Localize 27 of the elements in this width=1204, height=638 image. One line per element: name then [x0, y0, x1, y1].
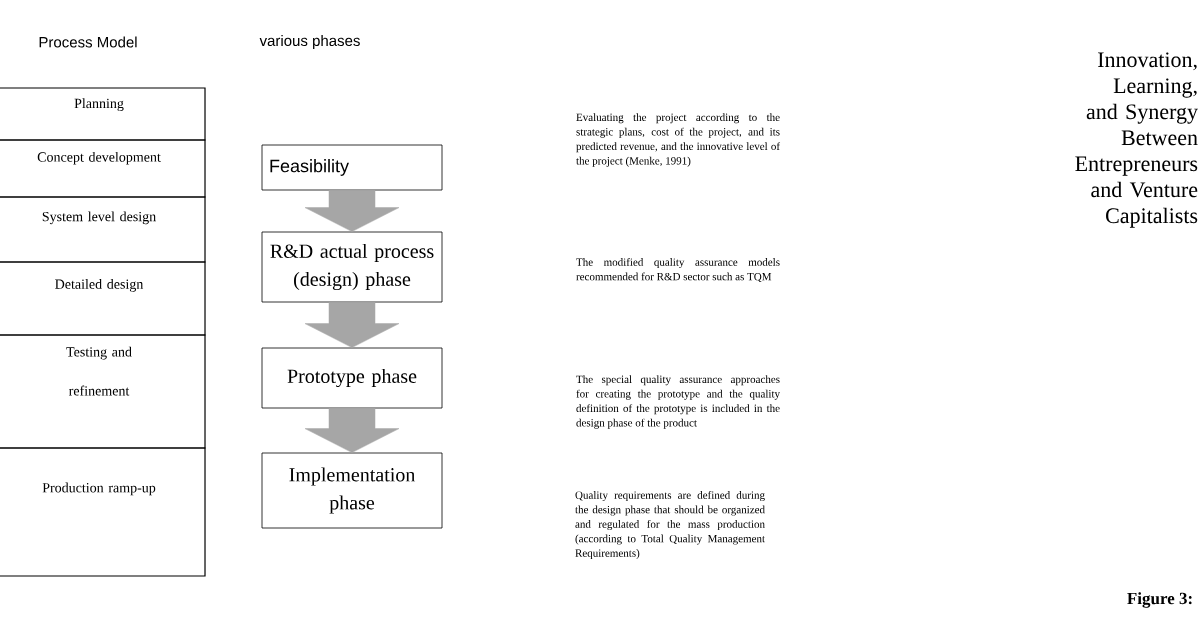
row-text: Detailed design — [55, 279, 144, 292]
row-text: Production ramp-up — [42, 482, 156, 496]
page-header: Innovation, Learning, and Synergy Between Entrepreneurs and Venture Capitalists — [1075, 52, 1198, 228]
column-heading: various phases — [259, 35, 360, 49]
table-row — [0, 139, 206, 198]
phase-box: R&D actual process (design) phase — [261, 231, 443, 303]
description-text: Quality requirements are defined during the design phase that should be organized and regulated for the mass production (according to Total Quality Management Requirements) — [575, 490, 765, 560]
row-text: Testing and refinement — [66, 346, 132, 396]
table-row — [0, 334, 206, 449]
block-arrow — [304, 408, 400, 453]
row-text: Planning — [74, 98, 124, 111]
description-text: The modified quality assurance models recommended for R&D sector such as TQM — [576, 258, 780, 283]
table-row — [0, 196, 206, 263]
block-arrow — [304, 302, 400, 348]
phase-box: Feasibility — [261, 144, 443, 191]
phase-box: Implementation phase — [261, 452, 443, 529]
row-text: System level design — [42, 211, 156, 225]
table-row — [0, 261, 206, 336]
description-text: Evaluating the project according to the strategic plans, cost of the project, and its predicted revenue, and the innovative level of the project (Menke, 1991) — [576, 113, 781, 167]
phase-box: Prototype phase — [261, 347, 443, 409]
table-row — [0, 447, 206, 577]
figure-label: Figure 3: — [1127, 592, 1192, 608]
row-text: Concept development — [37, 151, 161, 165]
column-heading: Process Model — [39, 36, 137, 48]
block-arrow — [304, 190, 400, 232]
table-row — [0, 87, 206, 141]
description-text: The special quality assurance approaches for creating the prototype and the quality definition of the prototype is included in the design phase of the product — [576, 375, 780, 429]
